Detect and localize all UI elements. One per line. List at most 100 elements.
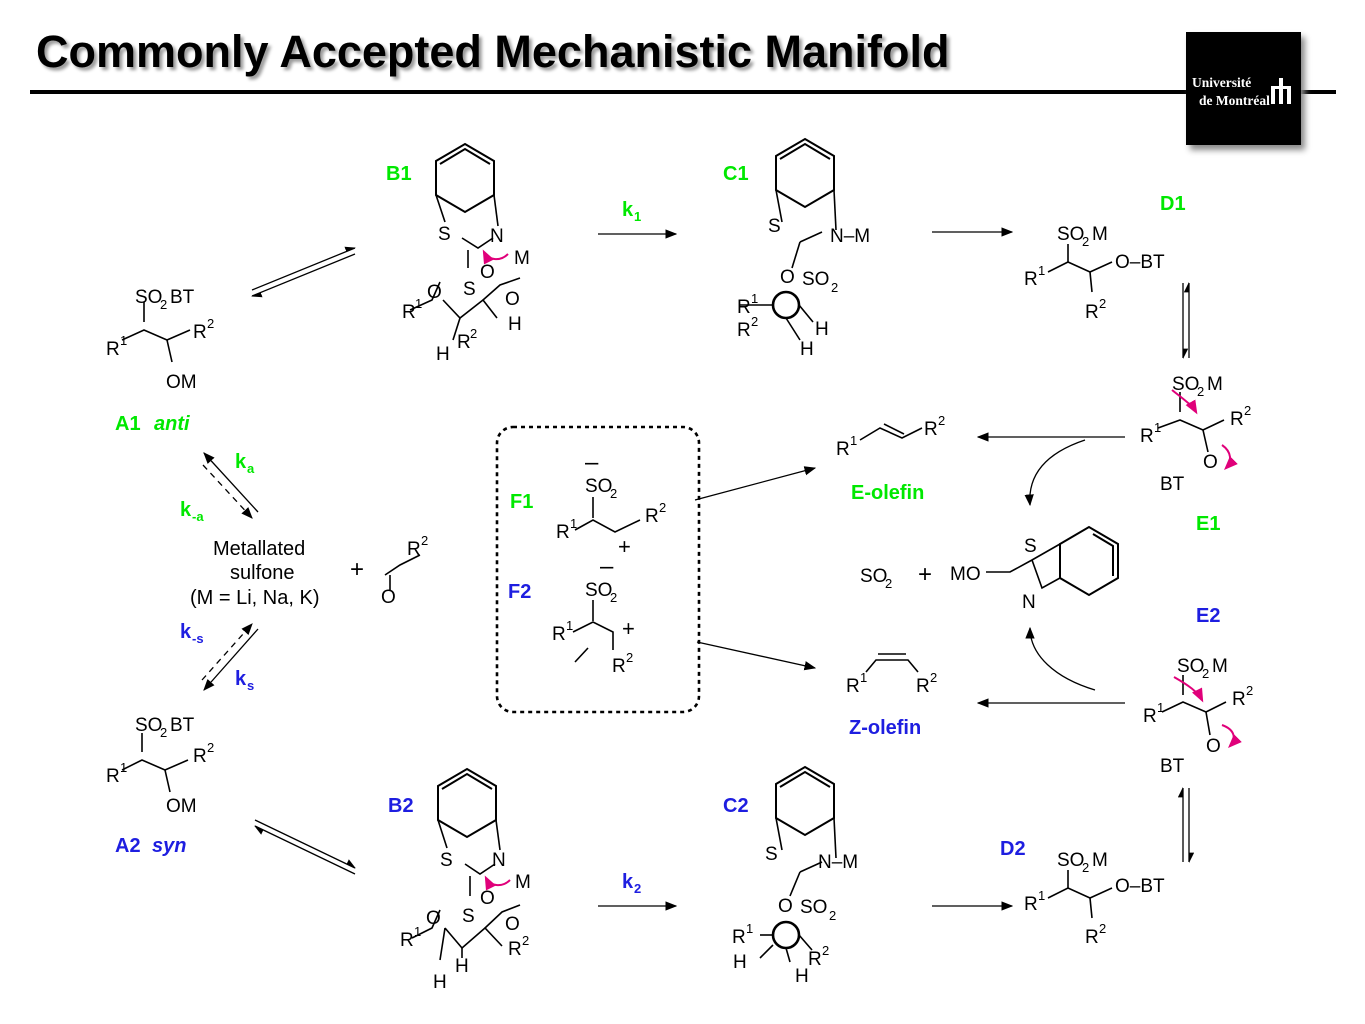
svg-text:R: R [836,439,850,460]
svg-text:s: s [247,678,254,693]
label-A2-syn: syn [152,835,186,857]
svg-text:R: R [1143,706,1157,727]
svg-text:+: + [618,534,631,559]
svg-text:2: 2 [1246,683,1253,698]
svg-text:R: R [846,676,860,697]
svg-text:O–BT: O–BT [1115,252,1165,273]
svg-text:2: 2 [1082,234,1089,249]
svg-text:2: 2 [470,326,477,341]
label-D2: D2 [1000,838,1026,860]
label-B2: B2 [388,795,414,817]
svg-text:H: H [795,966,809,987]
logo-line2: de Montréal [1199,93,1270,108]
svg-text:SO: SO [800,897,827,918]
svg-text:2: 2 [1082,860,1089,875]
svg-text:O: O [1203,452,1218,473]
svg-text:2: 2 [160,725,167,740]
svg-text:OM: OM [166,796,197,817]
svg-text:R: R [552,624,566,645]
svg-text:SO: SO [585,476,612,497]
svg-text:1: 1 [860,670,867,685]
svg-text:SO: SO [1172,374,1199,395]
rate-k1: k 1 [622,199,641,224]
svg-text:2: 2 [160,297,167,312]
reaction-arrows [201,227,1195,911]
svg-text:2: 2 [938,413,945,428]
label-E1: E1 [1196,513,1220,535]
rate-k-a: k -a [180,499,204,524]
svg-text:a: a [247,461,255,476]
svg-text:R: R [916,676,930,697]
svg-text:R: R [407,539,421,560]
svg-text:R: R [612,656,626,677]
label-A1: A1 [115,413,141,435]
metallated-line1: Metallated [213,538,305,560]
svg-text:1: 1 [751,291,758,306]
svg-text:+: + [622,616,635,641]
svg-text:2: 2 [634,881,641,896]
svg-text:2: 2 [610,590,617,605]
svg-text:R: R [1230,409,1244,430]
svg-text:2: 2 [930,670,937,685]
svg-text:1: 1 [120,760,127,775]
svg-text:O: O [778,896,793,917]
svg-text:SO: SO [135,287,162,308]
svg-text:H: H [800,339,814,360]
svg-text:M: M [1092,850,1108,871]
svg-text:k: k [235,451,247,473]
svg-text:O: O [505,914,520,935]
svg-text:SO: SO [802,269,829,290]
svg-text:1: 1 [1038,263,1045,278]
slide-title: Commonly Accepted Mechanistic Manifold [36,26,950,77]
svg-text:2: 2 [1202,666,1209,681]
electron-pushing-arrows [482,249,1242,891]
svg-text:2: 2 [829,908,836,923]
svg-text:R: R [1085,302,1099,323]
svg-text:O: O [426,908,441,929]
svg-text:1: 1 [634,209,641,224]
svg-text:R: R [106,766,120,787]
svg-text:S: S [462,906,475,927]
svg-text:1: 1 [120,333,127,348]
rate-k-s: k -s [180,621,204,646]
svg-text:MO: MO [950,564,981,585]
label-F1: F1 [510,491,533,513]
svg-text:R: R [1024,269,1038,290]
svg-text:O: O [1206,736,1221,757]
svg-text:-s: -s [192,631,204,646]
svg-text:S: S [1024,536,1037,557]
svg-text:R: R [400,930,414,951]
bonds [121,189,1227,963]
svg-text:SO: SO [860,566,887,587]
universite-de-montreal-logo: Université de Montréal [1186,32,1301,145]
label-C2: C2 [723,795,749,817]
svg-text:H: H [815,319,829,340]
svg-text:R: R [402,302,416,323]
rate-ka: k a [235,451,255,476]
rate-ks: k s [235,668,254,693]
svg-text:1: 1 [1157,700,1164,715]
svg-text:R: R [732,927,746,948]
logo-line1: Université [1192,75,1252,90]
svg-text:OM: OM [166,372,197,393]
svg-text:k: k [622,871,634,893]
svg-text:R: R [193,322,207,343]
svg-text:+: + [918,561,932,588]
label-E-olefin: E-olefin [851,482,924,504]
svg-text:k: k [235,668,247,690]
label-F2: F2 [508,581,531,603]
svg-text:R: R [193,746,207,767]
svg-text:O: O [480,888,495,909]
svg-text:R: R [645,506,659,527]
svg-text:2: 2 [207,740,214,755]
svg-text:2: 2 [885,576,892,591]
svg-text:N: N [490,226,504,247]
svg-text:1: 1 [566,618,573,633]
atom-labels: S N M O S O O H R 1 R 2 H S N–M O SO 2 R… [106,216,1253,993]
svg-text:2: 2 [421,533,428,548]
svg-text:2: 2 [751,314,758,329]
metallated-line3: (M = Li, Na, K) [190,587,319,609]
svg-text:R: R [1140,426,1154,447]
logo-emblem-icon [1271,78,1291,104]
svg-text:H: H [733,952,747,973]
